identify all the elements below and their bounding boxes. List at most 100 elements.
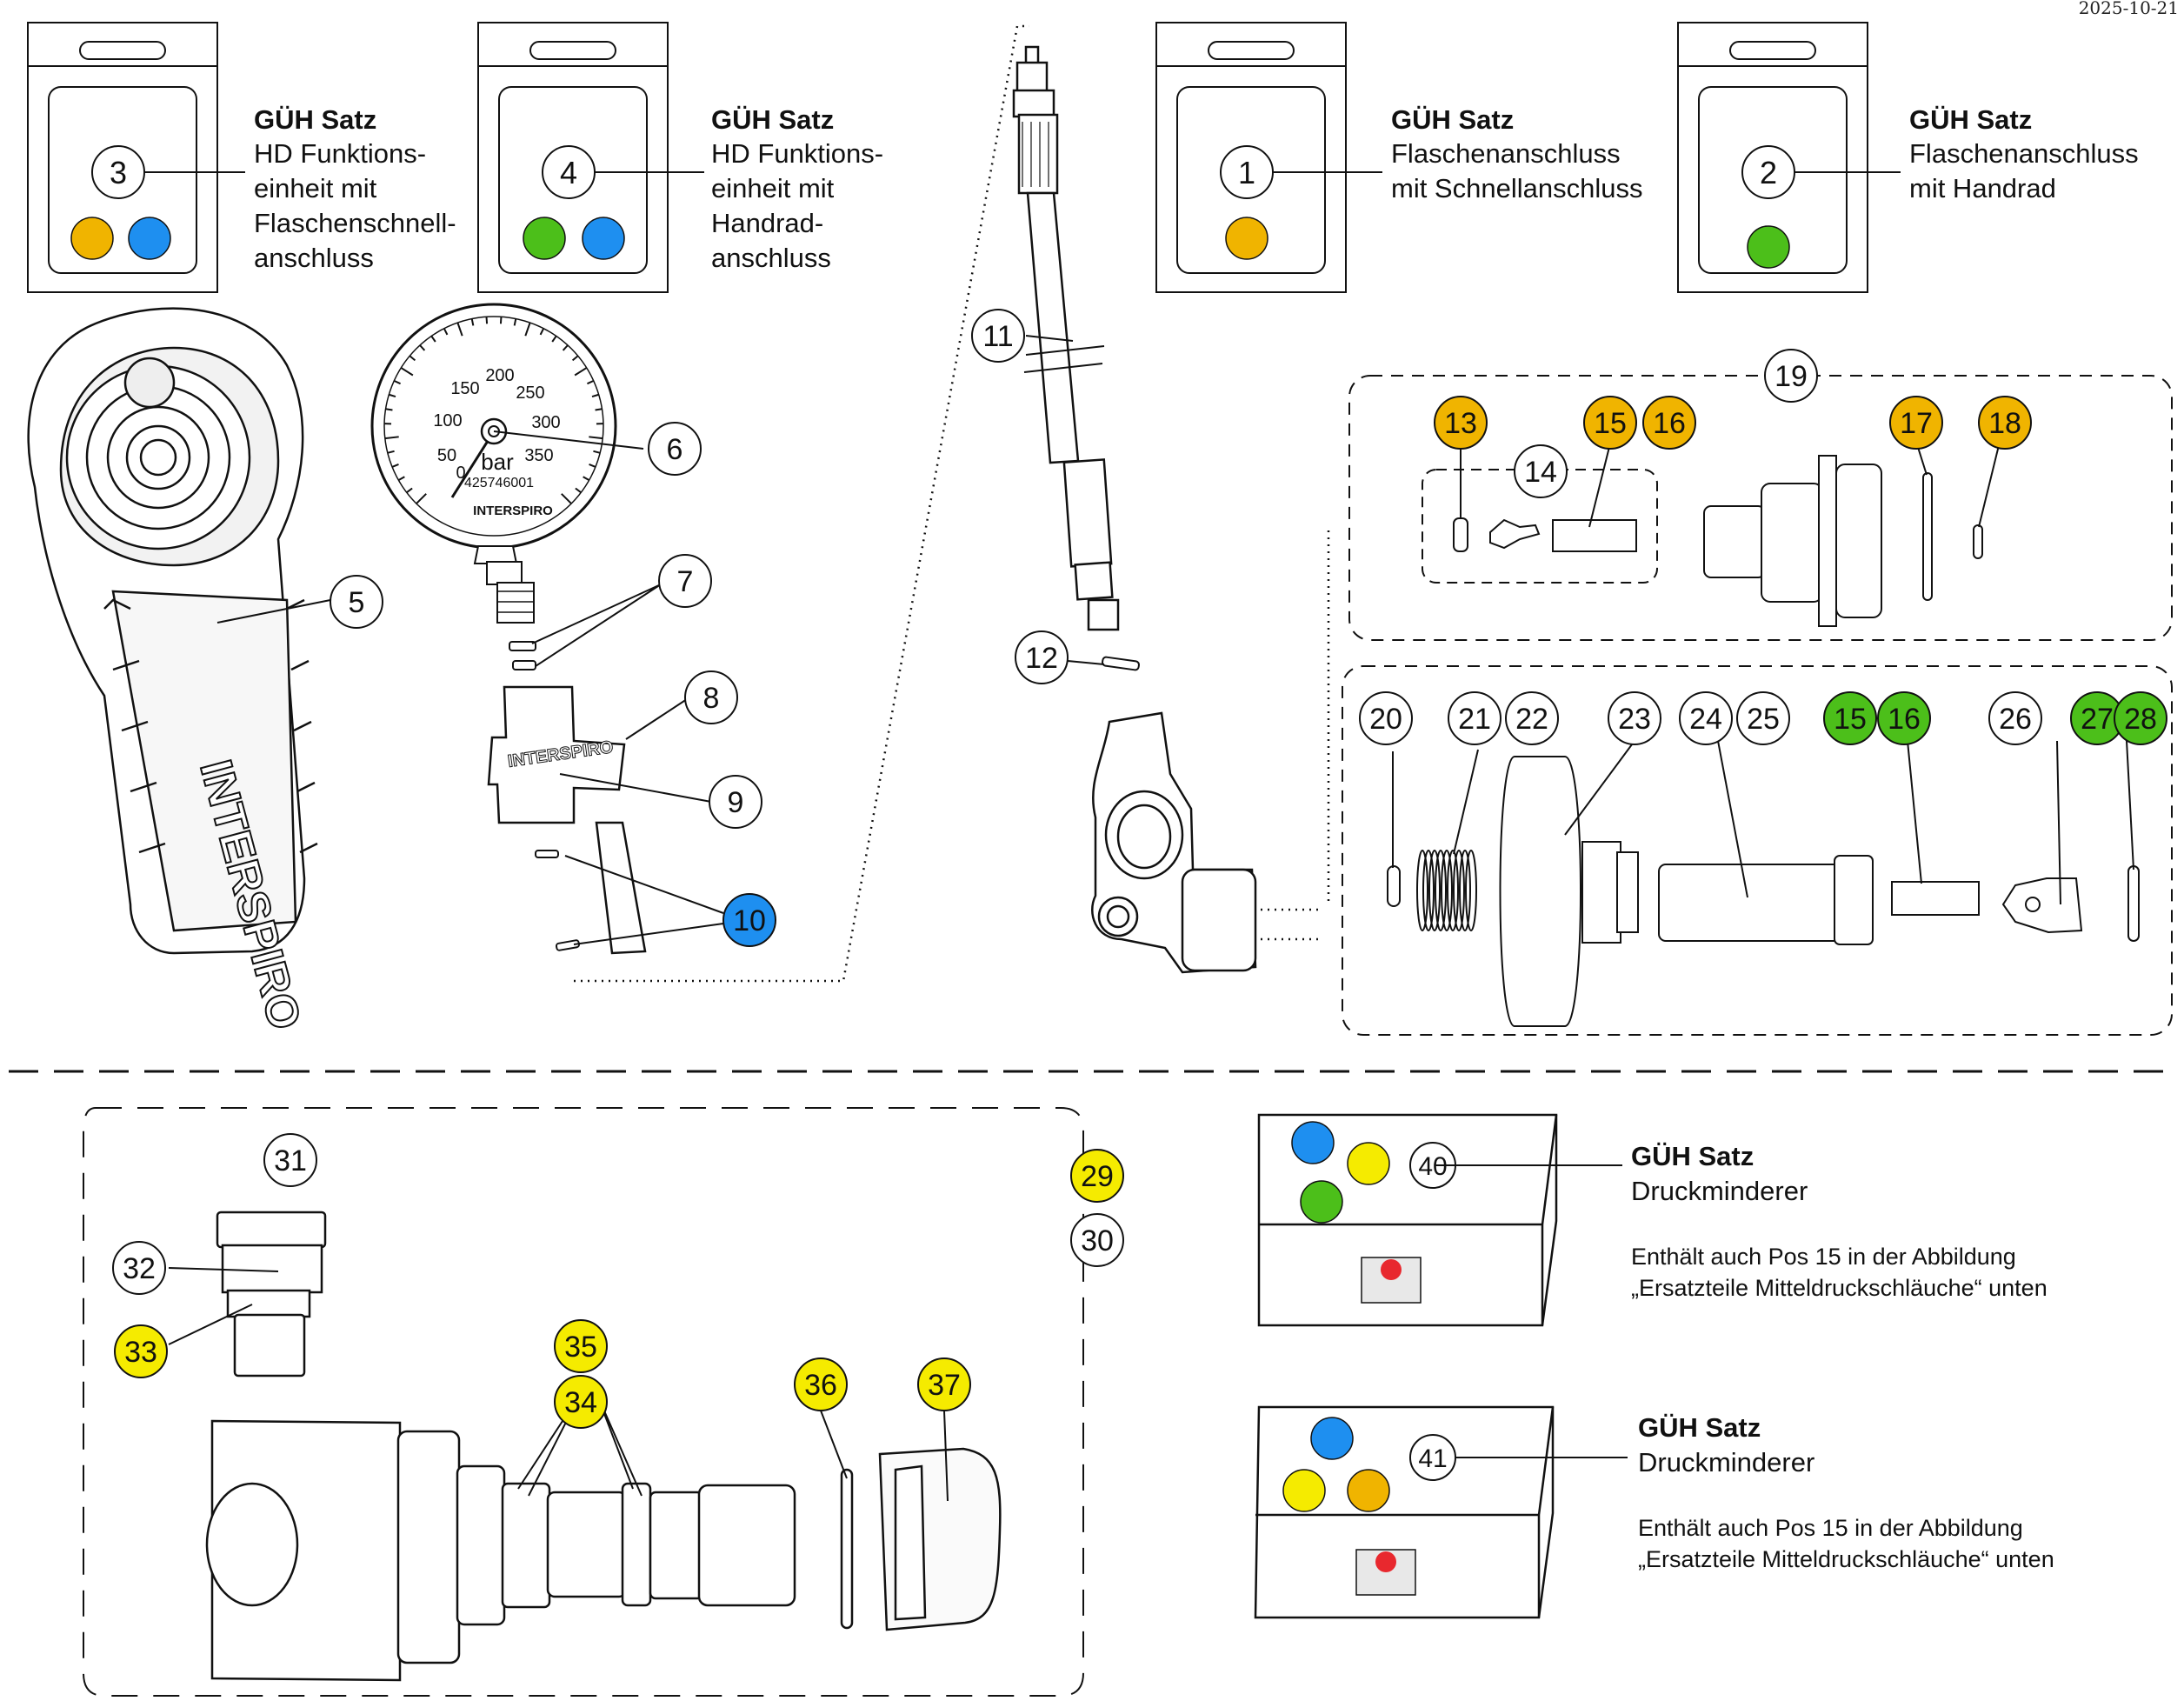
high-pressure-hose-drawing — [1012, 45, 1120, 631]
gauge-tick-mark — [513, 318, 517, 326]
kit-4-line-3: Handrad- — [711, 208, 823, 238]
callout-label-12: 12 — [1025, 642, 1058, 675]
protective-cover-drawing: INTERSPIRO — [27, 307, 318, 1036]
kit-box-41: 41 GÜH Satz Druckminderer Enthält auch P… — [1254, 1405, 2054, 1619]
kit-2-number: 2 — [1760, 155, 1777, 190]
callout-20: 20 — [1359, 691, 1413, 745]
callout-34: 34 — [554, 1375, 608, 1429]
gauge-tick-mark — [589, 436, 603, 440]
callout-label-37: 37 — [928, 1369, 961, 1402]
gauge-unit: bar — [481, 449, 514, 475]
document-date: 2025-10-21 — [2079, 0, 2179, 18]
callout-10: 10 — [722, 893, 776, 947]
kit-40-note-2: „Ersatzteile Mitteldruckschläuche“ unten — [1631, 1275, 2048, 1301]
gauge-tick-300: 300 — [531, 413, 560, 432]
color-dot-blue — [1291, 1121, 1335, 1164]
kit-40-note-1: Enthält auch Pos 15 in der Abbildung — [1631, 1244, 2016, 1270]
callout-29: 29 — [1070, 1149, 1124, 1203]
callout-14: 14 — [1514, 444, 1568, 498]
valve-parts-frame — [1342, 665, 2173, 1036]
callout-label-7: 7 — [677, 565, 694, 598]
spring-coil — [1416, 850, 1428, 931]
gauge-tick-mark — [485, 317, 489, 324]
callout-label-11: 11 — [982, 320, 1013, 353]
color-dot-green — [1300, 1180, 1343, 1224]
gauge-tick-mark — [539, 328, 545, 336]
kit-3-line-3: Flaschenschnell- — [254, 208, 456, 238]
spring-coil — [1453, 850, 1465, 931]
callout-label-22: 22 — [1515, 703, 1548, 736]
gauge-tick-mark — [385, 408, 393, 411]
kit-3-line-1: HD Funktions- — [254, 138, 426, 169]
kit-4-number: 4 — [560, 155, 577, 190]
gauge-tick-mark — [593, 450, 601, 454]
callout-label-5: 5 — [349, 586, 365, 619]
callout-label-8: 8 — [703, 682, 720, 715]
color-dot-yellow — [1282, 1469, 1326, 1512]
kit-2-title: GÜH Satz — [1909, 104, 2032, 135]
spring-coil — [1447, 850, 1459, 931]
callout-label-19: 19 — [1774, 360, 1808, 393]
kit-3-line-4: anschluss — [254, 243, 374, 273]
group-19-parts-drawing — [1453, 455, 1983, 627]
callout-label-10: 10 — [733, 904, 766, 937]
gauge-tick-mark — [387, 450, 395, 454]
kit-package-3: 3 GÜH Satz HD Funktions- einheit mit Fla… — [27, 22, 456, 293]
gauge-tick-mark — [409, 355, 416, 362]
gauge-tick-mark — [443, 328, 449, 336]
callout-16: 16 — [1877, 691, 1931, 745]
callout-33: 33 — [114, 1324, 168, 1378]
gauge-tick-50: 50 — [437, 446, 456, 465]
kit-1-line-2: mit Schnellanschluss — [1391, 173, 1642, 203]
callout-9: 9 — [709, 775, 762, 829]
gauge-tick-mark — [391, 464, 399, 468]
gauge-tick-mark — [393, 379, 401, 385]
group-14-frame — [1422, 469, 1658, 584]
callout-24: 24 — [1679, 691, 1733, 745]
callout-label-9: 9 — [728, 786, 744, 819]
kit-41-number: 41 — [1418, 1444, 1447, 1473]
spring-coil — [1435, 850, 1447, 931]
gauge-tick-mark — [583, 476, 590, 482]
callout-17: 17 — [1889, 396, 1943, 450]
callout-label-33: 33 — [124, 1336, 157, 1369]
callout-6: 6 — [648, 422, 702, 476]
callout-36: 36 — [794, 1357, 848, 1411]
callout-7: 7 — [658, 554, 712, 608]
callout-15: 15 — [1583, 396, 1637, 450]
gauge-tick-mark — [470, 318, 475, 326]
gauge-tick-mark — [397, 476, 405, 482]
gauge-tick-250: 250 — [516, 384, 544, 403]
callout-11: 11 — [971, 309, 1025, 363]
kit-package-2: 2 GÜH Satz Flaschenanschluss mit Handrad — [1677, 22, 2139, 293]
callout-label-29: 29 — [1081, 1160, 1114, 1193]
callout-label-18: 18 — [1988, 407, 2021, 440]
color-dot-blue — [582, 217, 625, 260]
o-rings-drawing — [509, 641, 536, 670]
service-tool-drawing: INTERSPIRO — [487, 685, 647, 955]
kit-1-line-1: Flaschenanschluss — [1391, 138, 1621, 169]
color-dot-yellow — [1347, 1142, 1390, 1185]
gauge-tick-mark — [384, 436, 399, 440]
kit-1-title: GÜH Satz — [1391, 104, 1514, 135]
kit-4-line-2: einheit mit — [711, 173, 835, 203]
callout-label-16: 16 — [1653, 407, 1686, 440]
group-19-frame — [1348, 375, 2173, 641]
regulator-parts-drawing — [205, 1211, 1002, 1682]
callout-label-24: 24 — [1689, 703, 1722, 736]
kit-1-number: 1 — [1238, 155, 1255, 190]
gauge-tick-200: 200 — [485, 366, 514, 385]
kit-41-title: GÜH Satz — [1638, 1412, 1761, 1443]
callout-18: 18 — [1978, 396, 2032, 450]
callout-13: 13 — [1434, 396, 1488, 450]
kit-4-line-1: HD Funktions- — [711, 138, 883, 169]
gauge-tick-mark — [561, 493, 572, 504]
gauge-tick-mark — [456, 322, 463, 337]
callout-label-34: 34 — [564, 1386, 597, 1419]
gauge-tick-mark — [595, 408, 603, 411]
callout-label-27: 27 — [2081, 703, 2114, 736]
callout-label-26: 26 — [1999, 703, 2032, 736]
color-dot-yellow-orange — [1225, 217, 1268, 260]
callout-5: 5 — [330, 575, 383, 629]
